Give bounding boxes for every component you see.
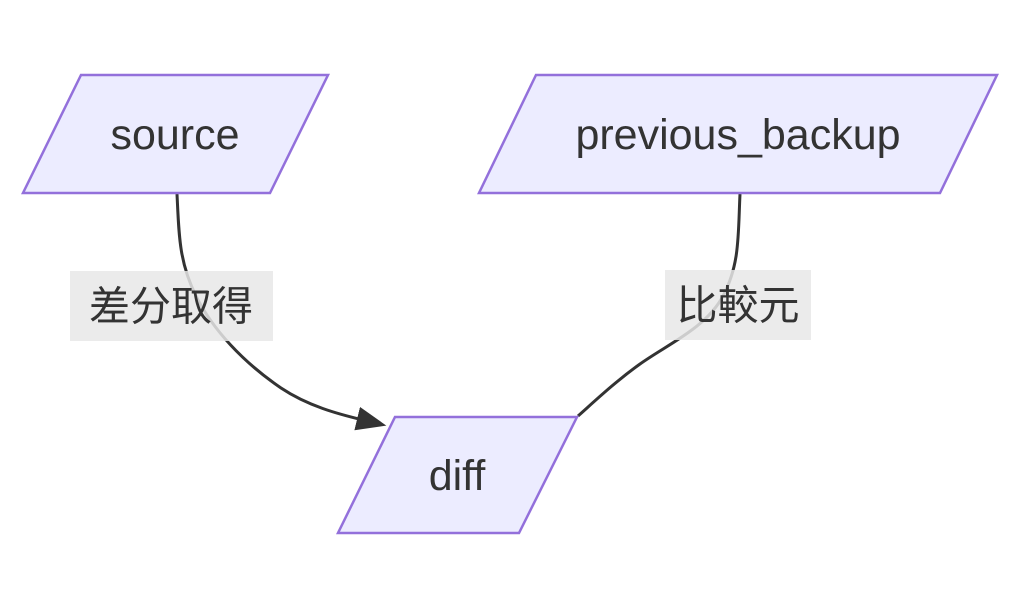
edge-label-bg-diff-acquire: [70, 271, 273, 341]
node-label-previous-backup: previous_backup: [575, 111, 900, 159]
edge-label-compare-base: 比較元: [677, 282, 800, 328]
edge-source-to-diff: [175, 193, 387, 431]
node-label-source: source: [110, 111, 239, 159]
node-source: [20, 73, 331, 195]
edge-label-bg-compare-base: [665, 270, 811, 340]
node-diff: [335, 415, 580, 535]
edge-label-diff-acquire: 差分取得: [89, 283, 253, 329]
node-label-diff: diff: [429, 452, 487, 500]
node-previous-backup: [477, 73, 999, 195]
